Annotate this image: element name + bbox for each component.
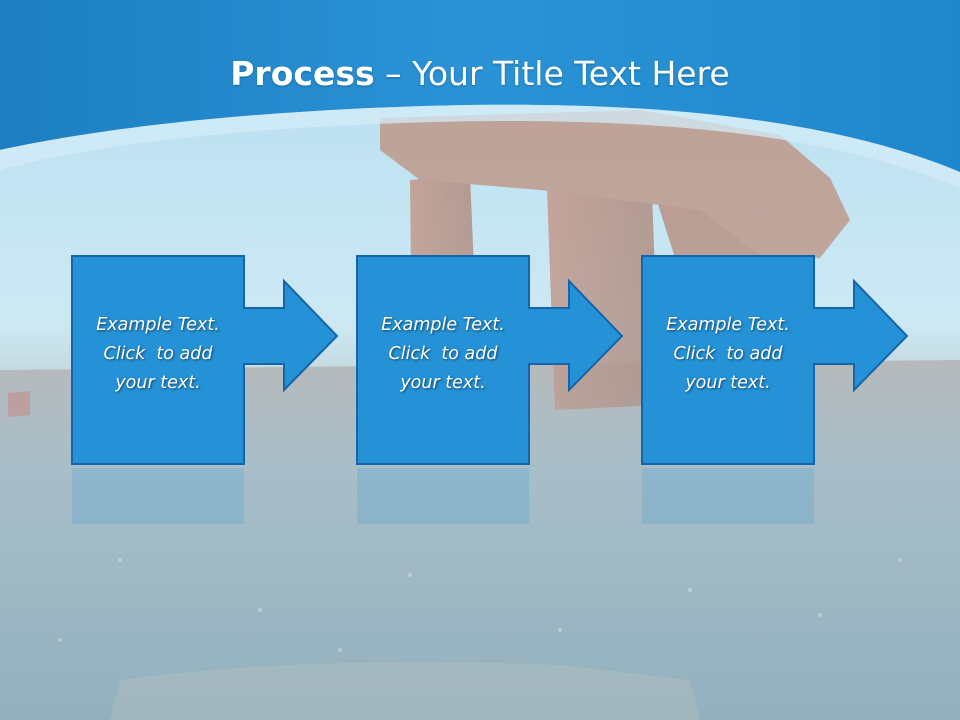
- step-line: Example Text.: [666, 315, 790, 335]
- step-line: Example Text.: [381, 315, 505, 335]
- step-line: Click to add: [388, 344, 498, 364]
- step-line: Click to add: [673, 344, 783, 364]
- step-line: Example Text.: [96, 315, 220, 335]
- step-arrow-shape: [641, 255, 909, 524]
- process-step-1[interactable]: Example Text. Click to add your text.: [71, 255, 412, 526]
- step-arrow-shape: [71, 255, 339, 524]
- step-line: your text.: [400, 373, 486, 393]
- step-text: Example Text. Click to add your text.: [357, 311, 529, 398]
- slide-title: Process – Your Title Text Here: [0, 50, 960, 98]
- title-bold: Process: [230, 54, 375, 93]
- title-rest: – Your Title Text Here: [374, 54, 730, 93]
- step-line: Click to add: [103, 344, 213, 364]
- process-step-2[interactable]: Example Text. Click to add your text.: [356, 255, 697, 526]
- step-line: your text.: [115, 373, 201, 393]
- step-arrow-shape: [356, 255, 624, 524]
- process-step-3[interactable]: Example Text. Click to add your text.: [641, 255, 960, 526]
- step-text: Example Text. Click to add your text.: [72, 311, 244, 398]
- step-line: your text.: [685, 373, 771, 393]
- step-text: Example Text. Click to add your text.: [642, 311, 814, 398]
